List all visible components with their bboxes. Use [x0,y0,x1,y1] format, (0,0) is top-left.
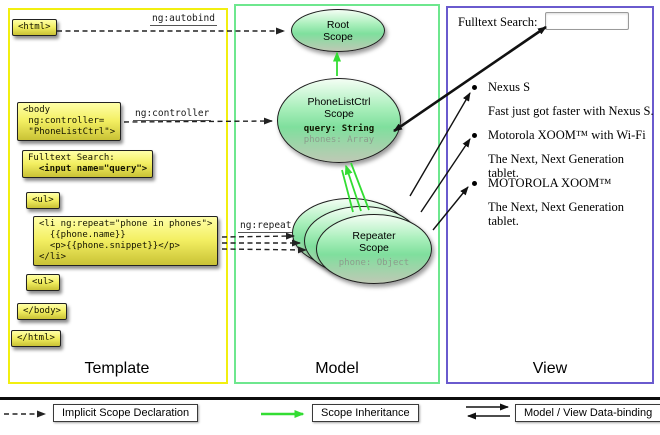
view-column-label: View [532,360,568,377]
root-scope-ellipse: Root Scope [291,9,385,52]
phonelistctrl-phones-prop: phones: Array [303,134,375,145]
repeater-scope-ellipse-front: Repeater Scope phone: Object [316,214,432,284]
ng-repeat-label: ng:repeat [238,220,294,233]
root-scope-name: Root [326,18,350,31]
view-search-label: Fulltext Search: [458,15,538,29]
code-body-open: <body ng:controller= "PhoneListCtrl"> [17,102,122,141]
template-column-frame [8,8,228,384]
phonelistctrl-scope-ellipse: PhoneListCtrl Scope query: String phones… [277,78,401,163]
bullet-dot [472,181,477,186]
code-ul-close: <ul> [26,274,60,291]
ng-autobind-label: ng:autobind [150,13,217,26]
view-item-xoom: MOTOROLA XOOM™ The Next, Next Generation… [472,176,654,228]
repeater-phone-prop: phone: Object [338,257,410,268]
root-scope-type: Scope [323,30,353,43]
legend-data-binding: Model / View Data-binding [515,404,660,422]
bullet-dot [472,133,477,138]
view-item-nexus: Nexus S Fast just got faster with Nexus … [472,80,654,118]
template-column-label: Template [84,360,150,377]
code-html-open: <html> [12,19,57,36]
legend-scope-inheritance: Scope Inheritance [312,404,419,422]
bullet-dot [472,85,477,90]
phonelistctrl-scope-type: Scope [324,107,354,120]
view-item-title: MOTOROLA XOOM™ [488,176,612,190]
repeater-scope-name: Repeater [352,229,396,242]
code-li-repeat: <li ng:repeat="phone in phones"> {{phone… [33,216,219,266]
ng-controller-label: ng:controller [133,108,212,121]
code-ul-open: <ul> [26,192,60,209]
code-body-close: </body> [17,303,67,320]
repeater-scope-type: Scope [359,241,389,254]
view-item-title: Motorola XOOM™ with Wi-Fi [488,128,646,142]
view-item-snippet: The Next, Next Generation tablet. [488,152,625,180]
view-item-xoom-wifi: Motorola XOOM™ with Wi-Fi The Next, Next… [472,128,654,180]
model-column-label: Model [315,360,359,377]
phonelistctrl-query-prop: query: String [303,123,375,134]
code-fulltext-label: Fulltext Search: [28,153,115,163]
phonelistctrl-scope-name: PhoneListCtrl [307,95,371,108]
view-search-input[interactable] [545,12,629,30]
view-item-snippet: Fast just got faster with Nexus S. [488,104,654,118]
model-column-frame [234,4,440,384]
view-item-title: Nexus S [488,80,531,94]
code-fulltext-search: Fulltext Search: <input name="query"> [22,150,154,178]
code-input-tag: <input name="query"> [28,164,148,174]
legend-separator [0,397,660,400]
code-html-close: </html> [11,330,61,347]
legend-implicit-scope: Implicit Scope Declaration [53,404,199,422]
view-item-snippet: The Next, Next Generation tablet. [488,200,625,228]
